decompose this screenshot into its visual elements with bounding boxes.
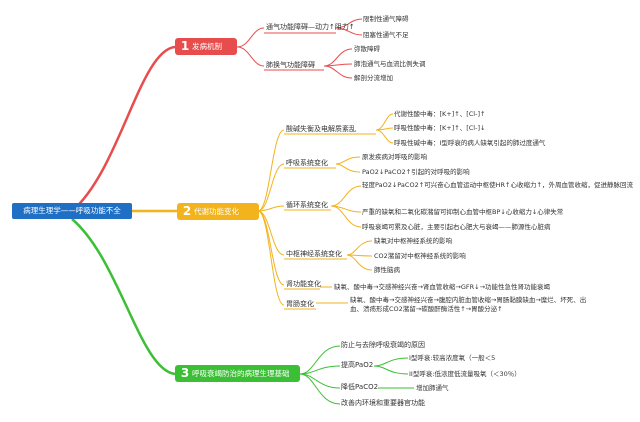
node-pulmonary-encephalopathy[interactable]: 肺性脑病	[374, 266, 400, 274]
branch3-links	[299, 345, 414, 405]
node-increase-ventilation[interactable]: 增加肺通气	[416, 384, 449, 392]
branch3-label: 呼吸衰竭防治的病理生理基础	[192, 369, 290, 378]
root-link-branch3	[71, 218, 176, 376]
node-gastric-text[interactable]: 缺氧、酸中毒→交感神经兴奋→腹腔内脏血管收缩→胃肠黏膜缺血→糜烂、坏死、出血、溃…	[350, 296, 587, 313]
node-metabolic-acidosis[interactable]: 代谢性酸中毒：[K+]↑、[Cl-]↑	[394, 110, 486, 118]
node-co2-cns[interactable]: CO2潴留对中枢神经系统的影响	[374, 252, 466, 260]
branch2-label: 代谢功能变化	[194, 207, 239, 216]
branch1-label: 发病机制	[192, 42, 222, 51]
node-ventilation[interactable]: 通气功能障碍—动力↑阻力↑	[266, 23, 355, 31]
node-respiratory[interactable]: 呼吸系统变化	[286, 159, 328, 167]
node-raise-pao2[interactable]: 提高PaO2	[341, 361, 374, 369]
node-lower-paco2[interactable]: 降低PaCO2	[341, 383, 379, 391]
node-cor-pulmonale[interactable]: 呼吸衰竭可累及心脏，主要引起右心肥大与衰竭——肺源性心脏病	[362, 223, 551, 231]
node-hypoxia-cns[interactable]: 缺氧对中枢神经系统的影响	[374, 237, 452, 245]
node-va-q[interactable]: 肺泡通气与血流比例失调	[354, 60, 426, 68]
branch3-number: 3	[180, 366, 190, 380]
branch1-number: 1	[180, 39, 190, 53]
node-respiratory-acidosis[interactable]: 呼吸性酸中毒：[K+]↑、[Cl-]↓	[394, 124, 486, 132]
node-neuro[interactable]: 中枢神经系统变化	[286, 250, 342, 258]
node-gastric[interactable]: 胃肠变化	[286, 300, 314, 308]
node-circulatory[interactable]: 循环系统变化	[286, 201, 328, 209]
root-node[interactable]: 病理生理学——呼吸功能不全	[12, 203, 132, 219]
node-diffusion[interactable]: 弥散障碍	[354, 45, 380, 53]
node-type2-oxygen[interactable]: II型呼衰:低浓度低流量吸氧（＜30％）	[409, 370, 521, 378]
node-prevent[interactable]: 防止与去除呼吸衰竭的原因	[341, 341, 425, 349]
node-obstructive[interactable]: 阻塞性通气不足	[363, 31, 409, 39]
branch2-links	[257, 113, 394, 310]
node-restrictive[interactable]: 限制性通气障碍	[363, 15, 409, 23]
node-improve[interactable]: 改善内环境和重要器官功能	[341, 399, 425, 407]
node-renal[interactable]: 肾功能变化	[286, 280, 321, 288]
node-pao2-paco2-effect[interactable]: PaO2↓PaCO2↑引起的对呼吸的影响	[362, 168, 470, 176]
root-link-branch1	[71, 45, 176, 212]
node-renal-text[interactable]: 缺氧、酸中毒→交感神经兴奋→肾血管收缩→GFR↓→功能性急性肾功能衰竭	[334, 283, 551, 291]
branch2-number: 2	[182, 204, 192, 218]
node-type1-oxygen[interactable]: I型呼衰:较高浓度氧（一般＜5	[409, 354, 496, 362]
node-primary-disease[interactable]: 原发疾病对呼吸的影响	[362, 153, 427, 161]
branch1-links	[236, 18, 363, 79]
node-shunt[interactable]: 解剖分流增加	[354, 74, 393, 82]
node-respiratory-alkalosis[interactable]: 呼吸性碱中毒：I型呼衰的病人缺氧引起的肺过度通气	[394, 139, 546, 147]
node-acidbase[interactable]: 酸碱失衡及电解质紊乱	[286, 125, 356, 133]
node-mild-effect[interactable]: 轻度PaO2↓PaCO2↑可兴奋心血管运动中枢使HR↑心收缩力↑，外周血管收缩，…	[362, 181, 633, 189]
node-exchange[interactable]: 肺换气功能障碍	[266, 61, 315, 69]
node-severe-effect[interactable]: 严重的缺氧和二氧化碳潴留可抑制心血管中枢BP↓心收缩力↓心律失常	[362, 208, 564, 216]
